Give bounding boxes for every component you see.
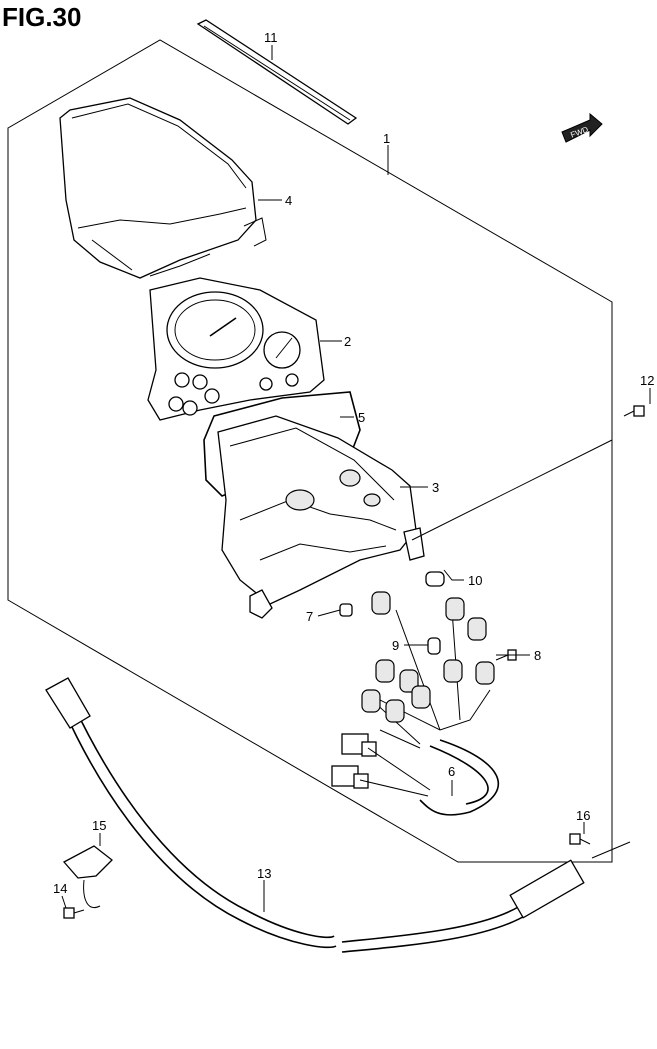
part-11-lens-strip [196, 19, 358, 125]
part-14-screw-icon [63, 907, 85, 919]
part-15-cable-clamp [62, 845, 113, 908]
callout-9: 9 [392, 638, 399, 653]
callout-12: 12 [640, 373, 654, 388]
callout-8: 8 [534, 648, 541, 663]
callout-3: 3 [432, 480, 439, 495]
part-3-lower-case [217, 415, 425, 619]
assembly-outline [7, 39, 613, 863]
callout-14: 14 [53, 881, 67, 896]
speedometer-dial [166, 291, 264, 369]
part-4-upper-cover [59, 97, 267, 279]
bulb-sockets [361, 591, 495, 723]
callout-11: 11 [264, 30, 278, 45]
callout-10: 10 [468, 573, 482, 588]
callout-6: 6 [448, 764, 455, 779]
callout-2: 2 [344, 334, 351, 349]
callout-1: 1 [383, 131, 390, 146]
callout-7: 7 [306, 609, 313, 624]
part-7-bulb [339, 603, 353, 617]
callout-4: 4 [285, 193, 292, 208]
callout-15: 15 [92, 818, 106, 833]
leader-lines [61, 45, 651, 912]
part-10-bulb [425, 571, 445, 587]
part-13-speedometer-cable [45, 677, 631, 953]
part-2-meter-panel [147, 277, 325, 421]
indicator-lamps [168, 372, 220, 416]
callout-16: 16 [576, 808, 590, 823]
fwd-arrow-icon: FWD [561, 112, 603, 143]
part-6-wiring-harness [331, 591, 500, 816]
part-16-screw-icon [569, 833, 591, 845]
callout-5: 5 [358, 410, 365, 425]
connectors [331, 733, 377, 789]
part-12-screw-icon [623, 405, 645, 417]
figure-title: FIG.30 [2, 2, 82, 32]
callout-labels: 1 2 3 4 5 6 7 8 9 10 11 12 13 14 15 16 [53, 30, 654, 896]
callout-13: 13 [257, 866, 271, 881]
